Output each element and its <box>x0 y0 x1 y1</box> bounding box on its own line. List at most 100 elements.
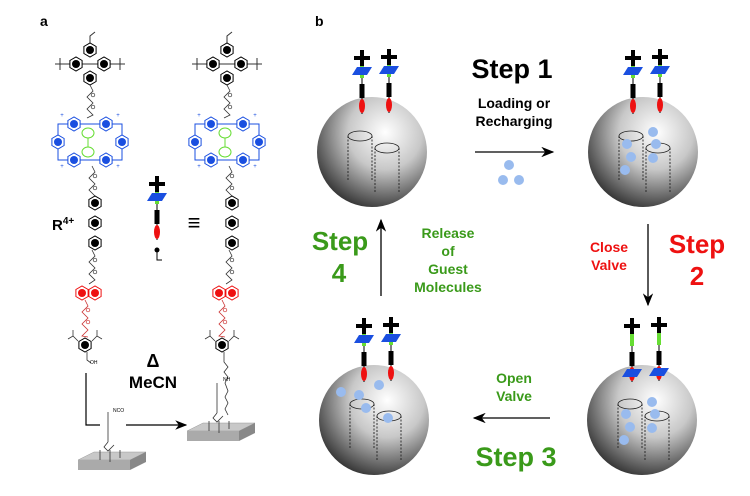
positive-charge: + <box>253 164 257 170</box>
isopropyl-groups <box>204 330 240 342</box>
dnp-station <box>154 225 160 239</box>
panel-a-synthesis: ++++++++ <box>51 31 266 470</box>
stopper-ring-center <box>86 74 94 82</box>
oxygen-atom <box>92 185 98 191</box>
linker-chain <box>81 299 89 338</box>
oxygen-atom <box>227 92 233 98</box>
bipyridinium-ring-center <box>191 138 199 146</box>
equivalence-symbol: ≡ <box>188 210 201 235</box>
reaction-bracket <box>85 373 100 426</box>
step1-action-line1: Loading or <box>478 95 551 111</box>
anchor-tail <box>156 252 162 261</box>
heat-symbol: Δ <box>147 351 160 371</box>
dnp-station <box>630 99 636 113</box>
stopper-ring-center <box>223 74 231 82</box>
panel-b-label: b <box>315 13 324 29</box>
guest-molecule <box>625 422 635 432</box>
ttf-station <box>630 334 634 346</box>
oxygen-atom <box>229 257 235 263</box>
biphenyl-ring-center <box>91 219 99 227</box>
step4-title-line2: 4 <box>332 258 347 288</box>
stopper-ring-center <box>223 46 231 54</box>
compound-label: R4+ <box>52 216 74 234</box>
particle-step1-loaded <box>588 49 698 207</box>
guest-molecule <box>514 175 524 185</box>
bipyridinium-ring-center <box>239 120 247 128</box>
biphenyl-spacer <box>657 83 663 97</box>
step1-action-line2: Recharging <box>475 113 552 129</box>
particle-step3-releasing <box>319 317 429 475</box>
bipyridinium-ring-center <box>54 138 62 146</box>
isopropyl-groups <box>67 330 103 342</box>
oxygen-atom <box>92 269 98 275</box>
biphenyl-spacer <box>386 83 392 97</box>
guest-molecule <box>647 397 657 407</box>
stopper-plus-v <box>657 317 661 333</box>
linker-chain <box>225 165 233 197</box>
guest-molecule <box>626 152 636 162</box>
oxygen-atom <box>229 173 235 179</box>
biphenyl-ring-center <box>228 219 236 227</box>
bipyridinium-ring-center <box>70 156 78 164</box>
solvent-label: MeCN <box>129 373 177 392</box>
cyclophane-ring <box>623 67 643 75</box>
step4-action-line1: Release <box>422 225 475 241</box>
guest-molecule <box>622 139 632 149</box>
cyclophane-ring <box>354 335 374 343</box>
stopper-ring-center <box>100 60 108 68</box>
linker-chain <box>223 84 231 119</box>
biphenyl-spacer <box>359 84 365 98</box>
bipyridinium-ring-center <box>70 120 78 128</box>
guest-molecule <box>374 380 384 390</box>
step3-action-line1: Open <box>496 370 532 386</box>
glass-substrate-right-side <box>239 423 255 441</box>
oxygen-atom <box>90 104 96 110</box>
stopper-plus-v <box>658 49 662 65</box>
dnp-station <box>361 367 367 381</box>
guest-molecule <box>621 409 631 419</box>
guest-molecule <box>648 153 658 163</box>
oxygen-atom <box>222 307 228 313</box>
linker-chain <box>225 249 233 285</box>
cyclophane-ring <box>649 368 669 376</box>
ttf-station <box>657 333 661 345</box>
ttf-station-ring <box>218 146 232 158</box>
step4-action-line4: Molecules <box>414 279 482 295</box>
guest-molecule <box>619 435 629 445</box>
bipyridinium-ring-center <box>207 156 215 164</box>
particle-step2-closed <box>587 317 697 475</box>
stopper-ring-center <box>209 60 217 68</box>
biphenyl-spacer <box>154 210 160 224</box>
dnp-station <box>388 366 394 380</box>
biphenyl-spacer <box>629 352 635 366</box>
positive-charge: + <box>116 113 120 119</box>
guest-molecule <box>647 423 657 433</box>
panel-b-cycle <box>317 49 698 475</box>
step3-action-line2: Valve <box>496 388 532 404</box>
cyclophane-ring <box>622 369 642 377</box>
dnp-station <box>386 98 392 112</box>
step4-title-line1: Step <box>312 226 368 256</box>
glass-substrate-left-side <box>130 452 146 470</box>
particle-step1-empty <box>317 49 427 207</box>
guest-molecule <box>498 175 508 185</box>
cyclophane-ring <box>379 66 399 74</box>
oxygen-atom <box>92 173 98 179</box>
biphenyl-ring-center <box>228 199 236 207</box>
positive-charge: + <box>116 164 120 170</box>
guest-molecule <box>361 403 371 413</box>
dnp-station <box>657 98 663 112</box>
dnp-station-ring-center <box>78 289 86 297</box>
step2-action-line2: Valve <box>591 257 627 273</box>
positive-charge: + <box>197 113 201 119</box>
step2-title-line2: 2 <box>690 261 704 291</box>
guest-molecule <box>620 165 630 175</box>
stopper-plus-v <box>387 49 391 65</box>
stopper-plus-v <box>389 317 393 333</box>
cyclophane-box <box>194 123 260 161</box>
bipyridinium-ring-center <box>207 120 215 128</box>
guest-molecule <box>504 160 514 170</box>
panel-a-label: a <box>40 13 48 29</box>
bipyridinium-ring-center <box>239 156 247 164</box>
step3-title: Step 3 <box>475 442 556 472</box>
